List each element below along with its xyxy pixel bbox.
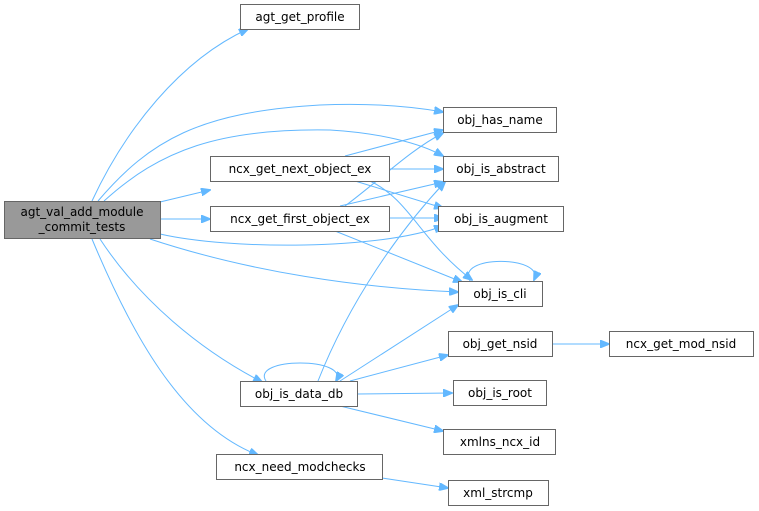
ncx-need-modchecks-label: ncx_need_modchecks (234, 460, 365, 474)
obj-is-abstract-label: obj_is_abstract (456, 162, 546, 176)
edge-data_db-obj_is_cli (339, 305, 458, 382)
node-obj-is-cli[interactable]: obj_is_cli (458, 281, 543, 307)
edge-root-agt_get_profile (91, 29, 248, 202)
ncx-get-first-object-ex-label: ncx_get_first_object_ex (230, 212, 370, 226)
edge-next-obj_is_augment (354, 180, 443, 208)
edge-root-obj_is_data_db (99, 238, 262, 382)
edge-data_db-obj_is_root (356, 393, 452, 394)
ncx-get-next-object-ex-label: ncx_get_next_object_ex (229, 162, 372, 176)
node-obj-is-root[interactable]: obj_is_root (453, 380, 547, 406)
obj-get-nsid-label: obj_get_nsid (463, 337, 538, 351)
node-ncx-get-next-object-ex[interactable]: ncx_get_next_object_ex (210, 156, 390, 182)
edges (91, 29, 609, 488)
node-obj-has-name[interactable]: obj_has_name (443, 107, 557, 133)
obj-is-data-db-label: obj_is_data_db (255, 387, 343, 401)
edge-obj_is_cli-self (467, 260, 535, 281)
edge-obj_is_data_db-self (263, 362, 337, 381)
node-agt-val-add-module-commit-tests[interactable]: agt_val_add_module _commit_tests (4, 201, 161, 239)
edge-root-ncx_next (159, 190, 210, 203)
edge-modchecks-xml_strcmp (381, 477, 448, 488)
node-ncx-need-modchecks[interactable]: ncx_need_modchecks (216, 454, 383, 480)
node-obj-is-augment[interactable]: obj_is_augment (438, 206, 564, 232)
xml-strcmp-label: xml_strcmp (463, 486, 533, 500)
xmlns-ncx-id-label: xmlns_ncx_id (460, 435, 540, 449)
root-label-line2: _commit_tests (38, 220, 126, 234)
nodes: agt_val_add_module _commit_tests agt_get… (4, 4, 754, 506)
node-ncx-get-mod-nsid[interactable]: ncx_get_mod_nsid (609, 331, 754, 357)
node-agt-get-profile[interactable]: agt_get_profile (240, 4, 360, 30)
node-obj-is-data-db[interactable]: obj_is_data_db (240, 381, 358, 407)
ncx-get-mod-nsid-label: ncx_get_mod_nsid (626, 337, 736, 351)
edge-data_db-obj_get_nsid (349, 355, 448, 382)
edge-next-obj_is_cli (369, 180, 472, 280)
edge-next-obj_has_name (344, 130, 443, 157)
edge-data_db-obj_is_abstract (317, 182, 445, 382)
obj-is-augment-label: obj_is_augment (454, 212, 548, 226)
edge-first-obj_is_cli (334, 230, 462, 282)
obj-is-root-label: obj_is_root (468, 386, 532, 400)
edge-data_db-xmlns_ncx_id (339, 405, 443, 431)
obj-has-name-label: obj_has_name (457, 113, 543, 127)
node-ncx-get-first-object-ex[interactable]: ncx_get_first_object_ex (210, 206, 390, 232)
edge-root-ncx_need_modchecks (91, 238, 258, 455)
edge-root-obj_is_cli (149, 238, 458, 292)
obj-is-cli-label: obj_is_cli (473, 287, 526, 301)
edge-root-obj_is_augment (159, 226, 443, 246)
node-obj-get-nsid[interactable]: obj_get_nsid (448, 331, 553, 357)
edge-root-obj_is_abstract (103, 129, 443, 202)
node-obj-is-abstract[interactable]: obj_is_abstract (443, 156, 559, 182)
edge-first-obj_is_abstract (339, 182, 443, 207)
node-xmlns-ncx-id[interactable]: xmlns_ncx_id (443, 429, 556, 455)
agt-get-profile-label: agt_get_profile (255, 10, 344, 24)
edge-root-obj_has_name (97, 103, 443, 202)
edge-first-obj_has_name (344, 133, 443, 207)
node-xml-strcmp[interactable]: xml_strcmp (448, 480, 549, 506)
root-label-line1: agt_val_add_module (20, 205, 143, 219)
